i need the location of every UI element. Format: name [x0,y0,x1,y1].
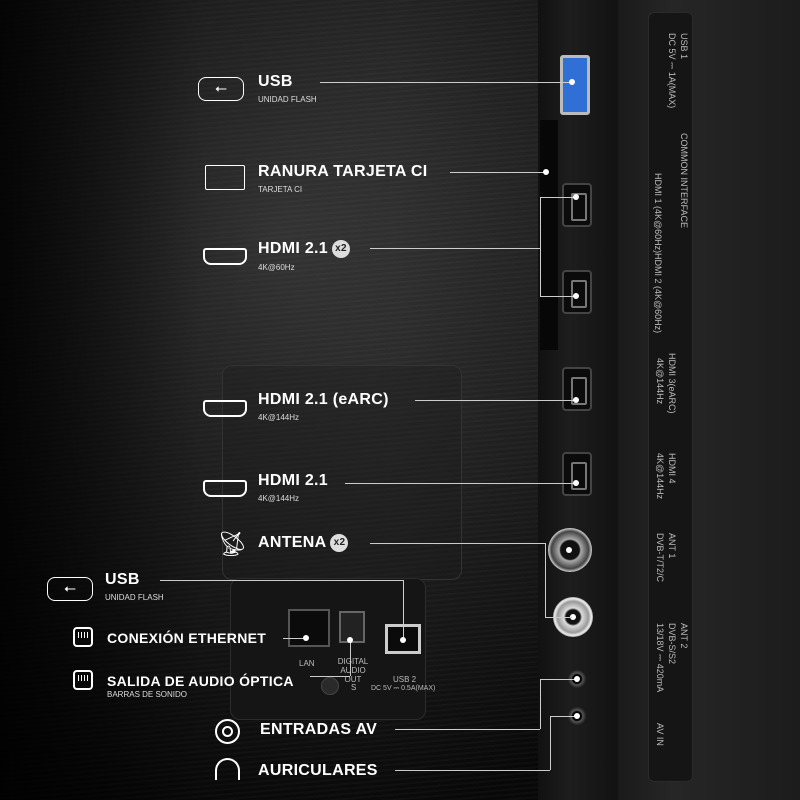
s-label: S [351,683,357,692]
hdmi1-port [562,183,592,227]
hdmi3-port [562,367,592,411]
side-label-hdmi2: HDMI 2 (4K@60Hz) [653,253,663,334]
x2-badge: x2 [331,240,350,258]
ci-slot [540,120,558,350]
headphones-title: AURICULARES [258,762,378,779]
side-label-av-in: AV IN [655,723,665,746]
hdmi-icon [203,400,247,417]
side-label-ant1-spec: DVB-T/T2/C [655,533,665,583]
ci-subtitle: TARJETA CI [258,185,303,194]
side-label-ci: COMMON INTERFACE [679,133,689,229]
hdmi-144-title: HDMI 2.1 [258,472,328,489]
side-label-ant2-spec: DVB-S/S2 [667,623,677,665]
side-label-usb1-power: DC 5V ⎓ 1A(MAX) [667,33,677,109]
optical-icon [73,670,93,690]
optical-label: DIGITAL AUDIO OUT [337,657,369,684]
ethernet-icon [73,627,93,647]
lan-label: LAN [299,659,315,668]
side-label-ant2: ANT 2 [679,623,689,649]
hdmi2-port [562,270,592,314]
antenna-title-text: ANTENA [258,534,327,552]
side-label-hdmi4-spec: 4K@144Hz [655,453,665,500]
headphones-icon [215,758,240,780]
hdmi4-port [562,452,592,496]
usb-icon: ⭠ [198,77,244,101]
side-label-ant1: ANT 1 [667,533,677,559]
hdmi-icon [203,248,247,265]
usb-top-title: USB [258,73,293,90]
usb-bottom-title: USB [105,571,140,588]
side-label-hdmi4: HDMI 4 [667,453,677,484]
side-label-hdmi3-spec: 4K@144Hz [655,358,665,405]
optical-subtitle: BARRAS DE SONIDO [107,690,188,699]
hdmi-60-title-text: HDMI 2.1 [258,240,328,258]
side-label-usb1: USB 1 [679,33,689,60]
hdmi-earc-title: HDMI 2.1 (eARC) [258,391,389,408]
hdmi-icon [203,480,247,497]
lan-port [288,609,330,647]
usb-bottom-subtitle: UNIDAD FLASH [105,593,164,602]
side-label-hdmi3: HDMI 3(eARC) [667,353,677,414]
side-label-hdmi1: HDMI 1 (4K@60Hz) [653,173,663,254]
av-icon [215,719,240,744]
av-title: ENTRADAS AV [260,721,378,738]
side-label-ant2-power: 13/18V ⎓ 420mA [655,623,665,693]
rear-port-panel: LAN DIGITAL AUDIO OUT S USB 2 DC 5V ⎓ 0.… [230,578,435,720]
antenna-icon: 📡︎ [217,531,248,558]
ethernet-title: CONEXIÓN ETHERNET [107,630,267,646]
usb-top-subtitle: UNIDAD FLASH [258,95,317,104]
usb-icon: ⭠ [47,577,93,601]
usb1-port [560,55,590,115]
card-slot-icon [205,165,245,190]
optical-title: SALIDA DE AUDIO ÓPTICA [107,673,294,689]
hdmi-earc-subtitle: 4K@144Hz [258,413,300,422]
hdmi-60-subtitle: 4K@60Hz [258,263,295,272]
ci-title: RANURA TARJETA CI [258,163,428,180]
usb2-label: USB 2 [393,675,417,684]
tv-side [618,0,800,800]
port-label-strip: USB 1 DC 5V ⎓ 1A(MAX) COMMON INTERFACE H… [648,12,693,782]
screw [321,677,339,695]
usb2-power-label: DC 5V ⎓ 0.5A(MAX) [371,685,436,692]
x2-badge: x2 [330,534,349,552]
hdmi-144-subtitle: 4K@144Hz [258,494,300,503]
